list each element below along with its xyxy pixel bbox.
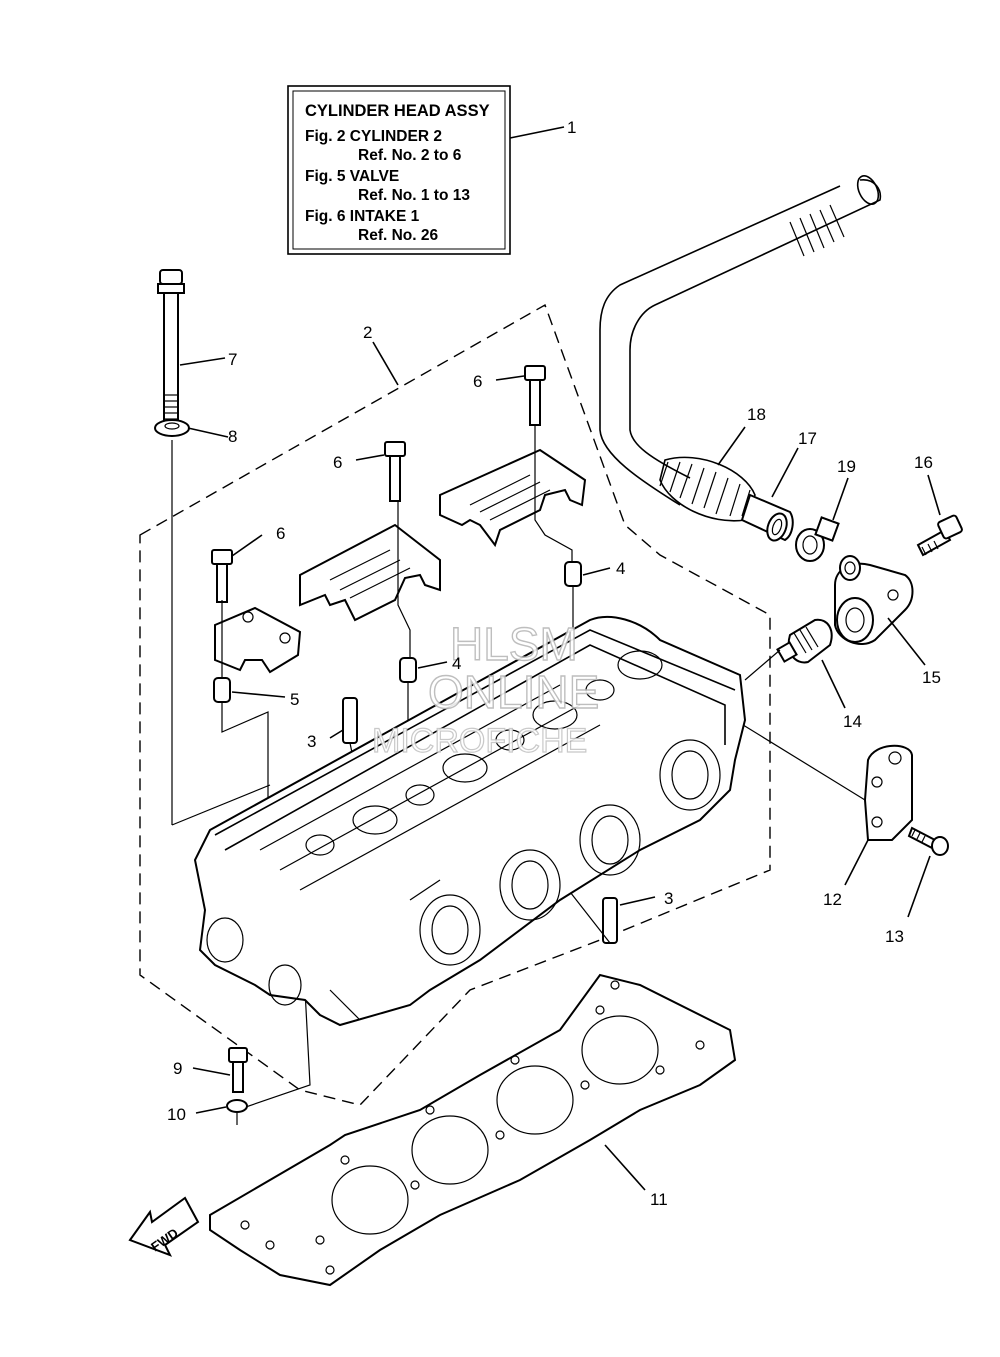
assembly-boundary xyxy=(139,303,771,1106)
callout-10: 10 xyxy=(167,1105,186,1124)
dowel-4-middle xyxy=(399,657,417,683)
callout-2: 2 xyxy=(363,323,372,342)
bolt-6-left xyxy=(211,549,233,603)
callout-4-right: 4 xyxy=(616,559,625,578)
callout-17: 17 xyxy=(798,429,817,448)
callout-14: 14 xyxy=(843,712,862,731)
screw-13 xyxy=(907,826,949,856)
info-box-ref-1: Ref. No. 2 to 6 xyxy=(358,147,462,164)
callout-8: 8 xyxy=(228,427,237,446)
cover-plate xyxy=(863,744,913,841)
callout-6-middle: 6 xyxy=(333,453,342,472)
bolt-9 xyxy=(228,1047,248,1093)
cam-cap-left xyxy=(214,606,302,674)
callout-9: 9 xyxy=(173,1059,182,1078)
head-gasket xyxy=(209,973,737,1287)
dowel-5 xyxy=(213,677,231,703)
bolt-6-middle xyxy=(384,441,406,502)
callout-13: 13 xyxy=(885,927,904,946)
callout-4-middle: 4 xyxy=(452,654,461,673)
callout-15: 15 xyxy=(922,668,941,687)
cam-cap-right xyxy=(439,448,587,548)
callout-labels: 1 2 3 3 4 4 5 6 6 6 7 8 9 10 11 12 13 14… xyxy=(167,118,941,1209)
watermark: HLSM ONLINE MICROFICHE xyxy=(371,617,600,760)
watermark-line-3: MICROFICHE xyxy=(372,722,587,760)
callout-19: 19 xyxy=(837,457,856,476)
callout-16: 16 xyxy=(914,453,933,472)
info-box-ref-3: Ref. No. 26 xyxy=(358,227,438,244)
thermostat xyxy=(776,618,833,664)
info-box-title: CYLINDER HEAD ASSY xyxy=(305,102,490,120)
callout-5: 5 xyxy=(290,690,299,709)
callout-7: 7 xyxy=(228,350,237,369)
water-hose xyxy=(599,175,885,542)
dowel-4-right xyxy=(564,561,582,587)
fwd-arrow-icon: FWD xyxy=(128,1196,200,1257)
info-box-fig-2: Fig. 5 VALVE xyxy=(305,168,399,185)
info-box: CYLINDER HEAD ASSY Fig. 2 CYLINDER 2 Ref… xyxy=(287,85,565,255)
valve-guide-3-left xyxy=(342,697,358,744)
callout-6-right: 6 xyxy=(473,372,482,391)
hose-clamp xyxy=(795,516,840,562)
long-bolt-7 xyxy=(157,269,185,434)
bolt-16 xyxy=(916,514,963,557)
watermark-line-2: ONLINE xyxy=(428,666,599,718)
callout-18: 18 xyxy=(747,405,766,424)
callout-12: 12 xyxy=(823,890,842,909)
callout-1: 1 xyxy=(567,118,576,137)
info-box-fig-1: Fig. 2 CYLINDER 2 xyxy=(305,128,442,145)
washer-10 xyxy=(226,1099,248,1113)
callout-6-left: 6 xyxy=(276,524,285,543)
callout-3-left: 3 xyxy=(307,732,316,751)
thermostat-housing xyxy=(834,555,914,645)
bolt-6-right xyxy=(524,365,546,426)
callout-3-right: 3 xyxy=(664,889,673,908)
cylinder-head xyxy=(193,615,747,1027)
watermark-line-1: HLSM xyxy=(450,618,578,670)
washer-8 xyxy=(154,419,190,437)
info-box-ref-2: Ref. No. 1 to 13 xyxy=(358,187,470,204)
info-box-fig-3: Fig. 6 INTAKE 1 xyxy=(305,208,420,225)
callout-11: 11 xyxy=(650,1190,668,1209)
cam-cap-middle xyxy=(299,523,441,622)
